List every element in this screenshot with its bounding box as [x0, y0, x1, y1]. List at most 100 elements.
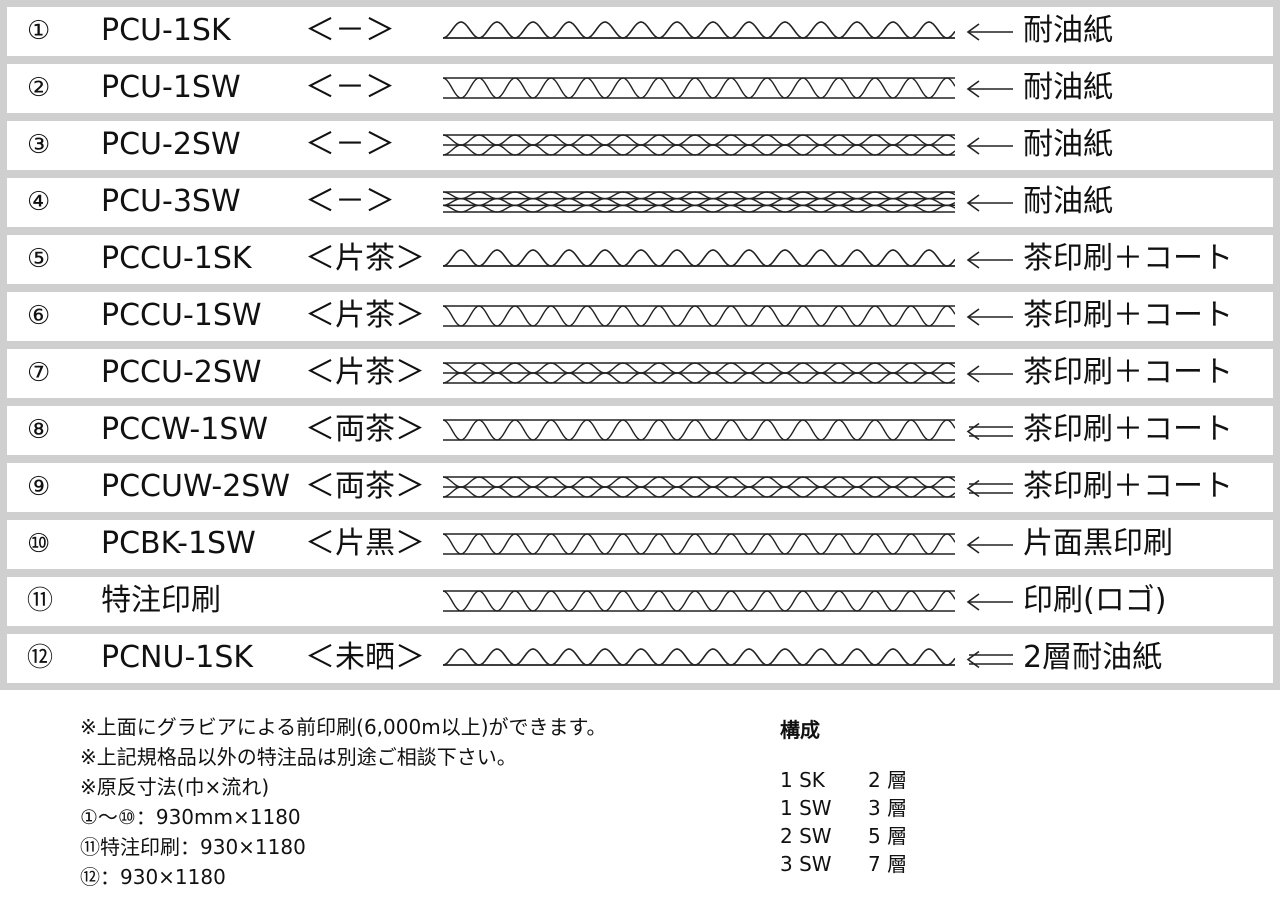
product-row: ⑪ 特注印刷 印刷(ロゴ)	[7, 577, 1273, 626]
corrugated-structure-diagram	[443, 249, 955, 267]
surface-label: 茶印刷＋コート	[1023, 469, 1233, 504]
composition-type: 1 SW	[780, 796, 832, 820]
surface-label: 印刷(ロゴ)	[1023, 583, 1167, 618]
print-type: ＜片黒＞	[305, 526, 425, 561]
print-type: ＜未晒＞	[305, 640, 425, 675]
corrugated-structure-diagram	[443, 533, 955, 555]
product-code: PCCU-1SW	[101, 298, 262, 333]
flute-medium	[443, 134, 955, 146]
composition-row: 1 SW 3 層	[780, 794, 907, 822]
composition-layers: 5 層	[868, 824, 908, 848]
row-number: ③	[27, 130, 51, 160]
note-line: ※上記規格品以外の特注品は別途ご相談下さい。	[80, 745, 517, 769]
product-code: PCU-2SW	[101, 127, 241, 162]
flute-medium	[443, 77, 955, 99]
flute-medium	[443, 249, 955, 267]
row-number: ⑦	[27, 358, 51, 388]
product-code: PCU-1SK	[101, 13, 231, 48]
corrugated-structure-diagram	[443, 590, 955, 612]
left-arrow-icon	[966, 593, 1013, 611]
flute-medium	[443, 191, 955, 200]
row-number: ②	[27, 73, 51, 103]
note-line: ⑫：930×1180	[80, 865, 226, 889]
composition-row: 2 SW 5 層	[780, 822, 907, 850]
left-arrow-icon	[966, 23, 1013, 41]
note-line: ※上面にグラビアによる前印刷(6,000m以上)ができます。	[80, 715, 607, 739]
composition-layers: 2 層	[868, 768, 908, 792]
arrow-head	[966, 650, 980, 669]
left-arrow-icon	[966, 422, 1013, 441]
left-arrow-icon	[966, 536, 1013, 554]
left-arrow-icon	[966, 308, 1013, 326]
surface-label: 耐油紙	[1023, 13, 1113, 48]
print-type: ＜両茶＞	[305, 412, 425, 447]
flute-medium	[443, 533, 955, 555]
row-number: ⑥	[27, 301, 51, 331]
flute-medium	[443, 486, 955, 498]
arrow-head	[966, 194, 980, 212]
surface-label: 茶印刷＋コート	[1023, 355, 1233, 390]
arrow-head	[966, 422, 980, 441]
left-arrow-icon	[966, 479, 1013, 498]
row-number: ⑪	[27, 586, 54, 616]
surface-label: 片面黒印刷	[1023, 526, 1173, 561]
left-arrow-icon	[966, 365, 1013, 383]
print-type: ＜－＞	[305, 127, 395, 162]
left-arrow-icon	[966, 194, 1013, 212]
product-code: PCBK-1SW	[101, 526, 256, 561]
row-number: ①	[27, 16, 51, 46]
composition-layers: 7 層	[868, 852, 908, 876]
arrow-head	[966, 308, 980, 326]
surface-label: 2層耐油紙	[1023, 640, 1163, 675]
left-arrow-icon	[966, 650, 1013, 669]
flute-medium	[443, 144, 955, 156]
left-arrow-icon	[966, 80, 1013, 98]
product-code: PCCU-2SW	[101, 355, 262, 390]
arrow-head	[966, 137, 980, 155]
composition-layers: 3 層	[868, 796, 908, 820]
flute-medium	[443, 21, 955, 39]
row-number: ⑨	[27, 472, 51, 502]
flute-medium	[443, 419, 955, 441]
arrow-head	[966, 536, 980, 554]
corrugated-structure-diagram	[443, 21, 955, 39]
left-arrow-icon	[966, 251, 1013, 269]
print-type: ＜片茶＞	[305, 241, 425, 276]
surface-label: 茶印刷＋コート	[1023, 412, 1233, 447]
note-line: ①～⑩：930mm×1180	[80, 805, 301, 829]
row-number: ⑧	[27, 415, 51, 445]
product-row: ⑧ PCCW-1SW ＜両茶＞ 茶印刷＋コート	[7, 406, 1273, 455]
product-code: PCCW-1SW	[101, 412, 269, 447]
surface-label: 耐油紙	[1023, 70, 1113, 105]
corrugated-structure-diagram	[443, 419, 955, 441]
corrugated-structure-diagram	[443, 476, 955, 498]
surface-label: 茶印刷＋コート	[1023, 298, 1233, 333]
note-line: ⑪特注印刷：930×1180	[80, 835, 306, 859]
notes: ※上面にグラビアによる前印刷(6,000m以上)ができます。 ※上記規格品以外の…	[80, 712, 607, 892]
flute-medium	[443, 197, 955, 207]
row-number: ⑤	[27, 244, 51, 274]
print-type: ＜両茶＞	[305, 469, 425, 504]
print-type: ＜－＞	[305, 70, 395, 105]
product-code: 特注印刷	[101, 583, 221, 618]
product-code: PCCU-1SK	[101, 241, 252, 276]
product-code: PCU-3SW	[101, 184, 241, 219]
arrow-head	[966, 251, 980, 269]
flute-medium	[443, 476, 955, 488]
corrugated-structure-diagram	[443, 77, 955, 99]
flute-medium	[443, 204, 955, 213]
corrugated-structure-diagram	[443, 362, 955, 384]
print-type: ＜－＞	[305, 184, 395, 219]
arrow-head	[966, 23, 980, 41]
composition-type: 2 SW	[780, 824, 832, 848]
